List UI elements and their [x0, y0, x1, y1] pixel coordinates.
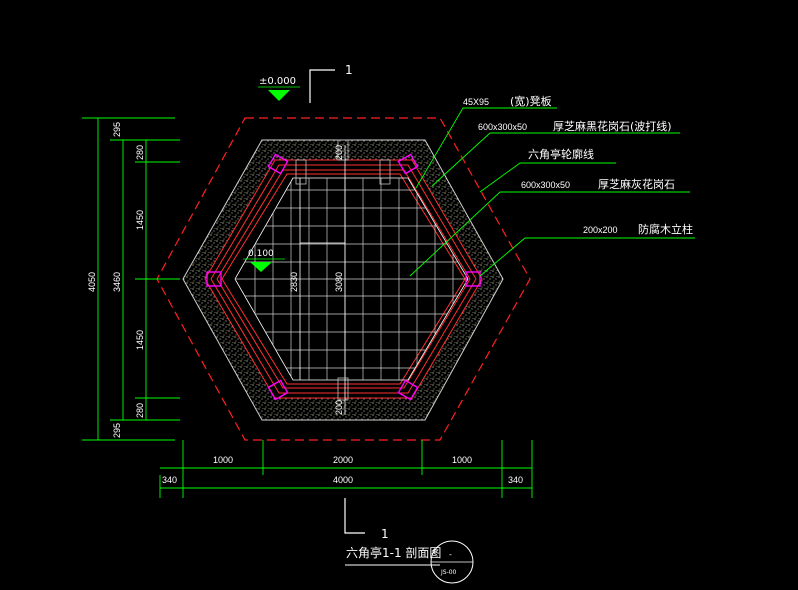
- section-cut-lines: [309, 69, 365, 534]
- annotation-stone-black-text: 厚芝麻黑花岗石(波打线): [553, 119, 672, 133]
- dim-bottom-offset-left: 340: [162, 475, 177, 485]
- dim-bottom-offset-right: 340: [508, 475, 523, 485]
- level-center-label: 0.100: [248, 249, 274, 259]
- drawing-title: 六角亭1-1 剖面图: [346, 545, 441, 560]
- annotation-bench-size: 45X95: [463, 97, 489, 107]
- section-mark-top: 1: [345, 63, 353, 77]
- level-top-label: ±0.000: [259, 76, 296, 87]
- dim-left-seg-bottom-inner: 280: [135, 403, 145, 418]
- dim-bottom-seg-mid: 2000: [333, 455, 353, 465]
- wooden-posts: [206, 153, 481, 401]
- dim-left-seg-top-outer: 295: [112, 122, 122, 137]
- dim-bottom-seg-right: 1000: [452, 455, 472, 465]
- annotation-post-text: 防腐木立柱: [638, 222, 693, 236]
- post-bottom-left: [267, 379, 289, 401]
- annotation-bench-text: (宽)凳板: [510, 94, 552, 108]
- annotation-stone-black-size: 600x300x50: [478, 122, 527, 132]
- gravel-border-edge-outer: [182, 139, 504, 421]
- title-badge-bottom: JS-00: [440, 569, 457, 576]
- dim-bottom-seg-left: 1000: [213, 455, 233, 465]
- stone-grid: [236, 178, 468, 380]
- inner-dimension-lines: [299, 145, 346, 415]
- dim-bottom-total: 4000: [333, 475, 353, 485]
- post-top-left: [267, 153, 289, 175]
- dim-inner-top-small: 200: [334, 145, 344, 160]
- level-marker-top-icon: [268, 90, 290, 101]
- bench-hatch: [295, 139, 391, 401]
- post-top-right: [397, 153, 419, 175]
- dim-left-seg-top-inner: 280: [135, 145, 145, 160]
- annotation-stone-grey-text: 厚芝麻灰花岗石: [598, 177, 675, 191]
- annotation-stone-grey-size: 600x300x50: [521, 180, 570, 190]
- title-badge-top: -: [449, 550, 452, 559]
- annotation-post-size: 200x200: [583, 225, 618, 235]
- level-marker-center-icon: [250, 262, 272, 272]
- post-right: [465, 271, 481, 287]
- dim-left-inner-total: 3460: [112, 272, 122, 292]
- post-bottom-right: [397, 379, 419, 401]
- dim-left-seg-bottom-outer: 295: [112, 423, 122, 438]
- annotation-outline-text: 六角亭轮廓线: [528, 147, 594, 161]
- dim-inner-vertical-b: 3080: [334, 272, 344, 292]
- dim-left-seg-lower: 1450: [135, 330, 145, 350]
- dim-left-seg-upper: 1450: [135, 210, 145, 230]
- section-mark-bottom: 1: [381, 527, 389, 541]
- dim-left-outer-total: 4050: [87, 272, 97, 292]
- dim-inner-bottom-small: 200: [334, 400, 344, 415]
- leader-lines: [409, 107, 695, 277]
- post-left: [206, 271, 222, 287]
- left-dimension-lines: [82, 117, 180, 441]
- bottom-dimension-lines: [159, 440, 533, 498]
- dim-inner-vertical-a: 2830: [289, 272, 299, 292]
